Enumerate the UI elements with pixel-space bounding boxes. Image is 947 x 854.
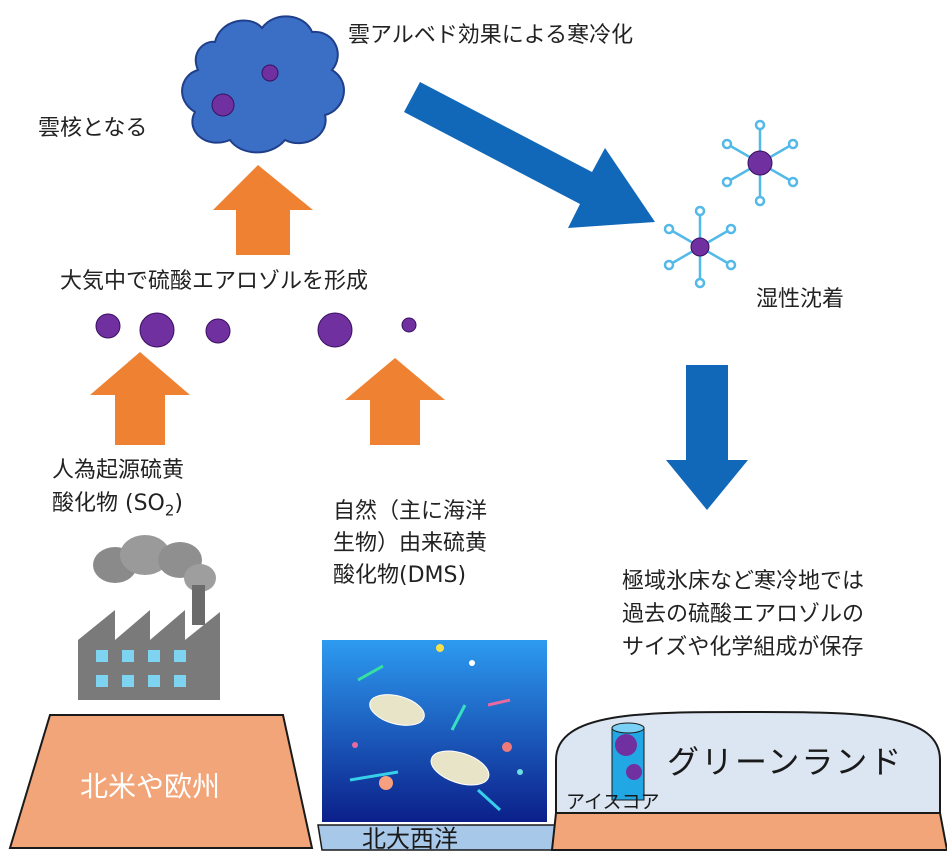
anthropogenic-label-line1: 人為起源硫黄 [52,458,185,483]
aerosol-formation-label: 大気中で硫酸エアロゾルを形成 [60,269,369,294]
arrow-up-cloud [213,165,313,255]
north-atlantic-label: 北大西洋 [362,825,458,853]
wet-deposition-label: 湿性沈着 [756,287,845,312]
arrow-up-natural [345,358,445,445]
ice-record-label: 極域氷床など寒冷地では 過去の硫酸エアロゾルの サイズや化学組成が保存 [622,569,865,660]
smoke-icon [93,535,216,592]
snowflake-icon [663,119,799,289]
plankton-icon [349,644,523,812]
arrow-up-anthropogenic [90,352,190,445]
factory-icon [78,535,220,700]
anthropogenic-label-line2: 酸化物 (SO2) [52,491,183,520]
cloud-nuclei-label: 雲核となる [38,116,148,141]
europe-na-label: 北米や欧州 [80,770,221,803]
natural-source-label: 自然（主に海洋 生物）由来硫黄 酸化物(DMS) [333,499,488,588]
ice-core-icon [611,722,645,801]
arrow-blue-down [666,365,748,510]
greenland-label: グリーンランド [667,743,904,781]
ocean-scene [322,640,547,822]
land-europe-na [8,714,314,849]
ice-core-label: アイスコア [566,791,660,813]
greenland-icon [550,710,947,851]
arrow-blue-diagonal [404,82,655,228]
aerosol-particles [95,312,417,348]
cloud-albedo-label: 雲アルベド効果による寒冷化 [348,23,634,48]
cloud-icon [181,15,345,154]
